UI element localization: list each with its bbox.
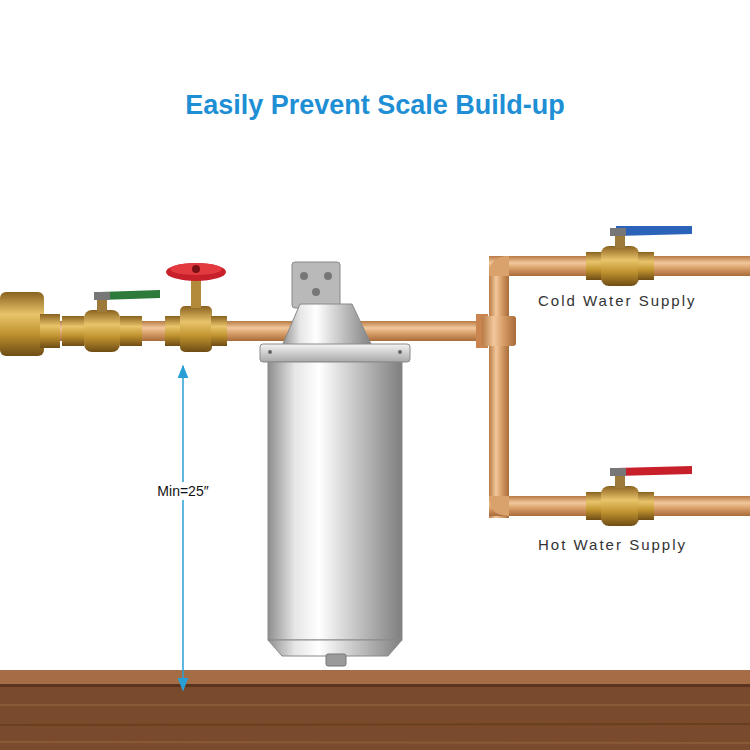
label-slot: Min=25″ [154, 482, 211, 500]
title-slot: Easily Prevent Scale Build-up [0, 90, 750, 121]
diagram-title: Easily Prevent Scale Build-up [185, 90, 565, 121]
label-slot: Hot Water Supply [538, 536, 687, 554]
filter-housing [260, 262, 410, 666]
cold-ball-valve [586, 226, 692, 286]
label-slot: Cold Water Supply [538, 292, 697, 310]
water-meter [0, 292, 60, 356]
supply-label: Cold Water Supply [538, 292, 697, 309]
wood-floor [0, 670, 750, 750]
gate-valve [165, 263, 227, 352]
hot-ball-valve [586, 466, 692, 526]
ball-valve [62, 290, 160, 352]
dimension-line [182, 366, 184, 690]
distribution-pipes [476, 256, 750, 518]
dimension-label: Min=25″ [154, 482, 211, 500]
supply-label: Hot Water Supply [538, 536, 687, 553]
